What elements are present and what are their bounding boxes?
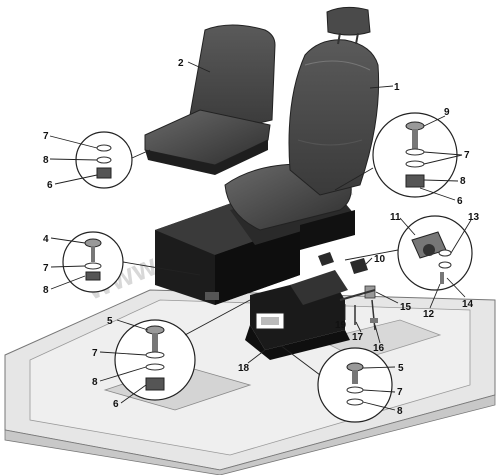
callout-8-right-bottom: 8 (397, 406, 403, 417)
detail-circle-left-mid (62, 231, 124, 293)
small-parts (318, 252, 378, 331)
callout-17: 17 (352, 332, 364, 343)
callout-4: 4 (43, 234, 49, 245)
callout-numbers: 1 2 4 5 5 6 6 6 7 7 7 7 7 8 8 8 8 8 9 10… (43, 58, 480, 417)
mounting-console (245, 270, 350, 360)
detail-circle-right-mid (397, 215, 473, 291)
leader-lines (49, 61, 472, 411)
detail-circle-right-top (372, 112, 458, 198)
callout-8-left-bottom: 8 (92, 377, 98, 388)
callout-5-right: 5 (398, 363, 404, 374)
callout-14: 14 (462, 299, 474, 310)
callout-2: 2 (178, 58, 184, 69)
callout-7-left-mid: 7 (43, 263, 49, 274)
callout-6-right: 6 (457, 196, 463, 207)
detail-circle-left-bottom (114, 319, 196, 401)
callout-8-left-top: 8 (43, 155, 49, 166)
headrest (326, 6, 371, 45)
callout-8-left-mid: 8 (43, 285, 49, 296)
callout-7-right-top: 7 (464, 150, 470, 161)
callout-16: 16 (373, 343, 385, 354)
callout-8-right-top: 8 (460, 176, 466, 187)
callout-7-left-top: 7 (43, 131, 49, 142)
callout-13: 13 (468, 212, 480, 223)
callout-18: 18 (238, 363, 250, 374)
callout-6-left-top: 6 (47, 180, 53, 191)
callout-9: 9 (444, 107, 450, 118)
callout-5-left: 5 (107, 316, 113, 327)
callout-15: 15 (400, 302, 412, 313)
callout-6-left-bottom: 6 (113, 399, 119, 410)
seat-assembly-2 (144, 24, 276, 175)
callout-1: 1 (394, 82, 400, 93)
callout-7-left-bottom: 7 (92, 348, 98, 359)
callout-11: 11 (390, 212, 401, 223)
callout-12: 12 (423, 309, 435, 320)
detail-circle-right-bottom (317, 347, 393, 423)
callout-10: 10 (374, 254, 386, 265)
callout-7-right-bottom: 7 (397, 387, 403, 398)
callout-19: 19 (335, 320, 347, 331)
seat-back (288, 39, 380, 196)
